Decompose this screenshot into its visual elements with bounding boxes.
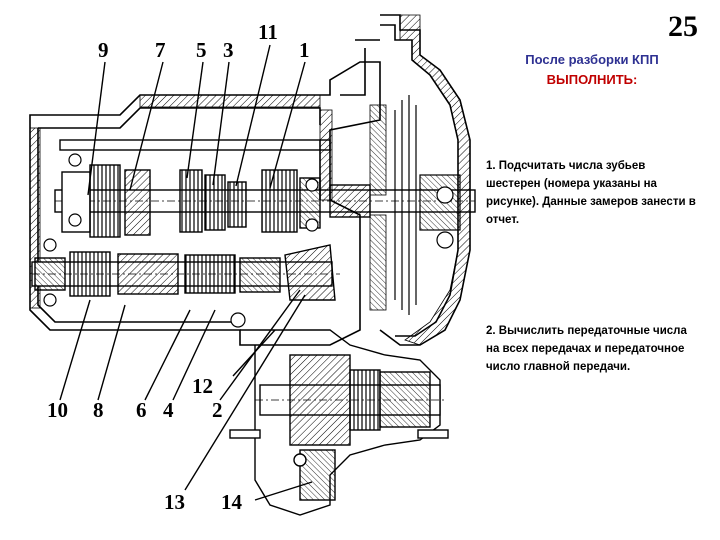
callout-10: 10 <box>47 398 68 422</box>
callout-1: 1 <box>299 38 310 62</box>
callout-11: 11 <box>258 20 278 44</box>
callout-13: 13 <box>164 490 185 514</box>
callout-5: 5 <box>196 38 207 62</box>
callout-4: 4 <box>163 398 174 422</box>
callout-8: 8 <box>93 398 104 422</box>
task-1: 1. Подсчитать числа зубьев шестерен (ном… <box>486 160 696 226</box>
callout-14: 14 <box>221 490 242 514</box>
upper-gears <box>61 164 371 238</box>
differential <box>229 329 449 516</box>
bearings <box>43 153 319 328</box>
task-2: 2. Вычислить передаточные числа на всех … <box>486 325 687 373</box>
heading-line-1: После разборки КПП <box>525 52 659 67</box>
callout-6: 6 <box>136 398 147 422</box>
heading: После разборки КПП ВЫПОЛНИТЬ: <box>488 50 696 90</box>
callout-3: 3 <box>223 38 234 62</box>
callout-9: 9 <box>98 38 109 62</box>
callout-12: 12 <box>192 374 213 398</box>
callout-2: 2 <box>212 398 223 422</box>
heading-line-2: ВЫПОЛНИТЬ: <box>546 72 638 87</box>
clutch-assembly <box>394 95 461 315</box>
gearbox-section-drawing <box>29 14 476 516</box>
output-shaft <box>31 244 340 301</box>
callout-7: 7 <box>155 38 166 62</box>
leader-lines <box>59 44 313 501</box>
page-number: 25 <box>668 10 698 43</box>
housing-walls <box>29 14 471 346</box>
